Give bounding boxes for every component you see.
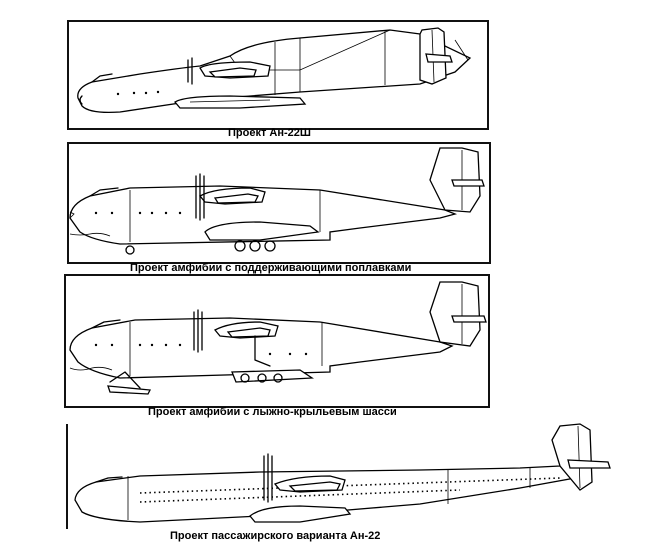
caption-amphibian-ski: Проект амфибии с лыжно-крыльевым шасси <box>148 406 397 418</box>
caption-amphibian-floats: Проект амфибии с поддерживающими поплавк… <box>130 262 412 274</box>
caption-passenger: Проект пассажирского варианта Ан-22 <box>170 530 381 542</box>
caption-an22sh: Проект Ан-22Ш <box>228 127 311 139</box>
window-rows <box>139 477 561 503</box>
panel-frame-passenger <box>66 424 68 529</box>
